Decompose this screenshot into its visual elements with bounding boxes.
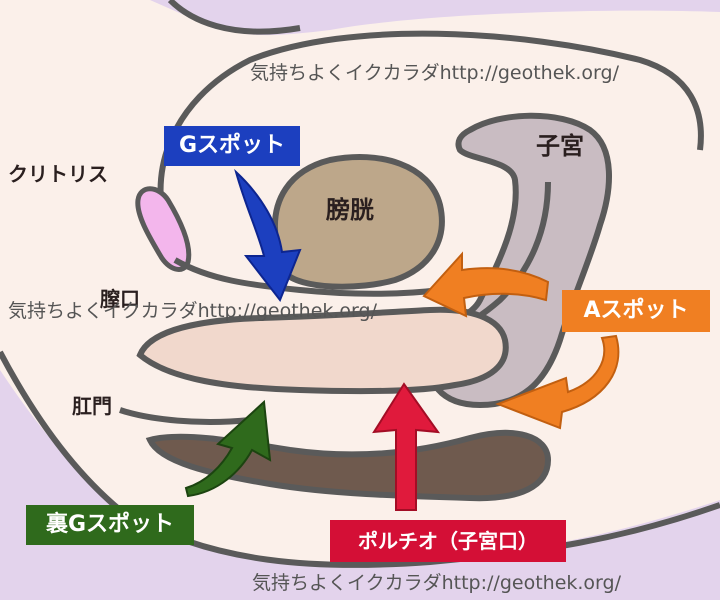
- anus-label: 肛門: [72, 394, 112, 418]
- clitoris-shape: [135, 186, 192, 272]
- g-spot-tag: Gスポット: [164, 126, 300, 166]
- a-spot-tag: Aスポット: [562, 290, 710, 332]
- uterus-label: 子宮: [536, 132, 584, 160]
- back-outline: [167, 0, 301, 35]
- portio-tag: ポルチオ（子宮口）: [330, 520, 566, 562]
- down-arrow: [234, 168, 302, 302]
- vagina-canal: [136, 306, 509, 395]
- up-arrow: [372, 382, 441, 511]
- bladder-floor: [173, 257, 441, 297]
- curved-arrow: [495, 334, 620, 430]
- vagina-opening-label: 膣口: [100, 287, 140, 311]
- watermark-bottom: 気持ちよくイクカラダhttp://geothek.org/: [252, 572, 621, 594]
- watermark-middle: 気持ちよくイクカラダhttp://geothek.org/: [8, 300, 377, 322]
- watermark-top: 気持ちよくイクカラダhttp://geothek.org/: [250, 62, 619, 84]
- back-g-spot-tag: 裏Gスポット: [26, 505, 194, 545]
- clitoris-label: クリトリス: [8, 162, 108, 186]
- up-arrow: [184, 399, 272, 498]
- perineum-outline: [119, 407, 251, 425]
- body-outline: [0, 350, 720, 568]
- curved-arrow: [422, 251, 550, 318]
- bladder-label: 膀胱: [326, 196, 374, 224]
